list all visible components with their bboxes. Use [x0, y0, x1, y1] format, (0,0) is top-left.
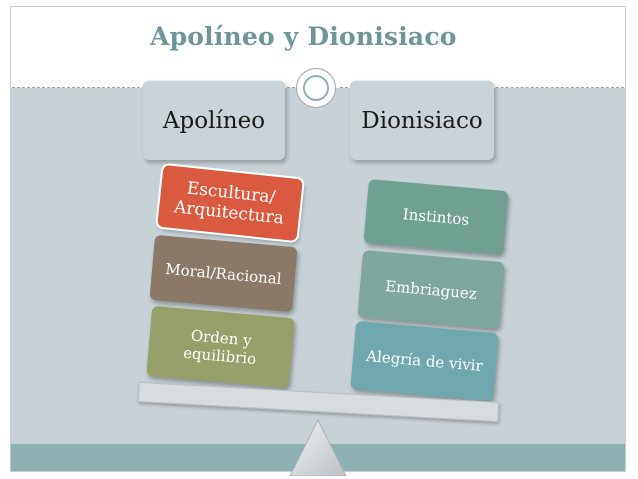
- triangle-fulcrum-icon: [289, 418, 347, 476]
- block-embriaguez: Embriaguez: [357, 249, 505, 330]
- content-background: [11, 88, 625, 444]
- block-label: Embriaguez: [384, 276, 478, 303]
- block-instintos: Instintos: [363, 179, 509, 255]
- circle-ornament-inner: [303, 75, 329, 101]
- block-label: Moral/Racional: [164, 259, 283, 288]
- block-label: Escultura/ Arquitectura: [173, 178, 285, 229]
- circle-ornament-icon: [296, 68, 336, 108]
- slide-title: Apolíneo y Dionisiaco: [150, 22, 457, 51]
- header-dionisiaco: Dionisiaco: [350, 80, 494, 160]
- block-alegria-de-vivir: Alegría de vivir: [350, 320, 499, 402]
- block-moral-racional: Moral/Racional: [149, 234, 298, 313]
- block-orden-equilibrio: Orden y equilibrio: [146, 305, 295, 389]
- header-apolineo: Apolíneo: [143, 80, 285, 160]
- block-label: Alegría de vivir: [365, 346, 484, 376]
- block-label: Orden y equilibrio: [182, 326, 257, 369]
- block-label: Instintos: [402, 205, 470, 229]
